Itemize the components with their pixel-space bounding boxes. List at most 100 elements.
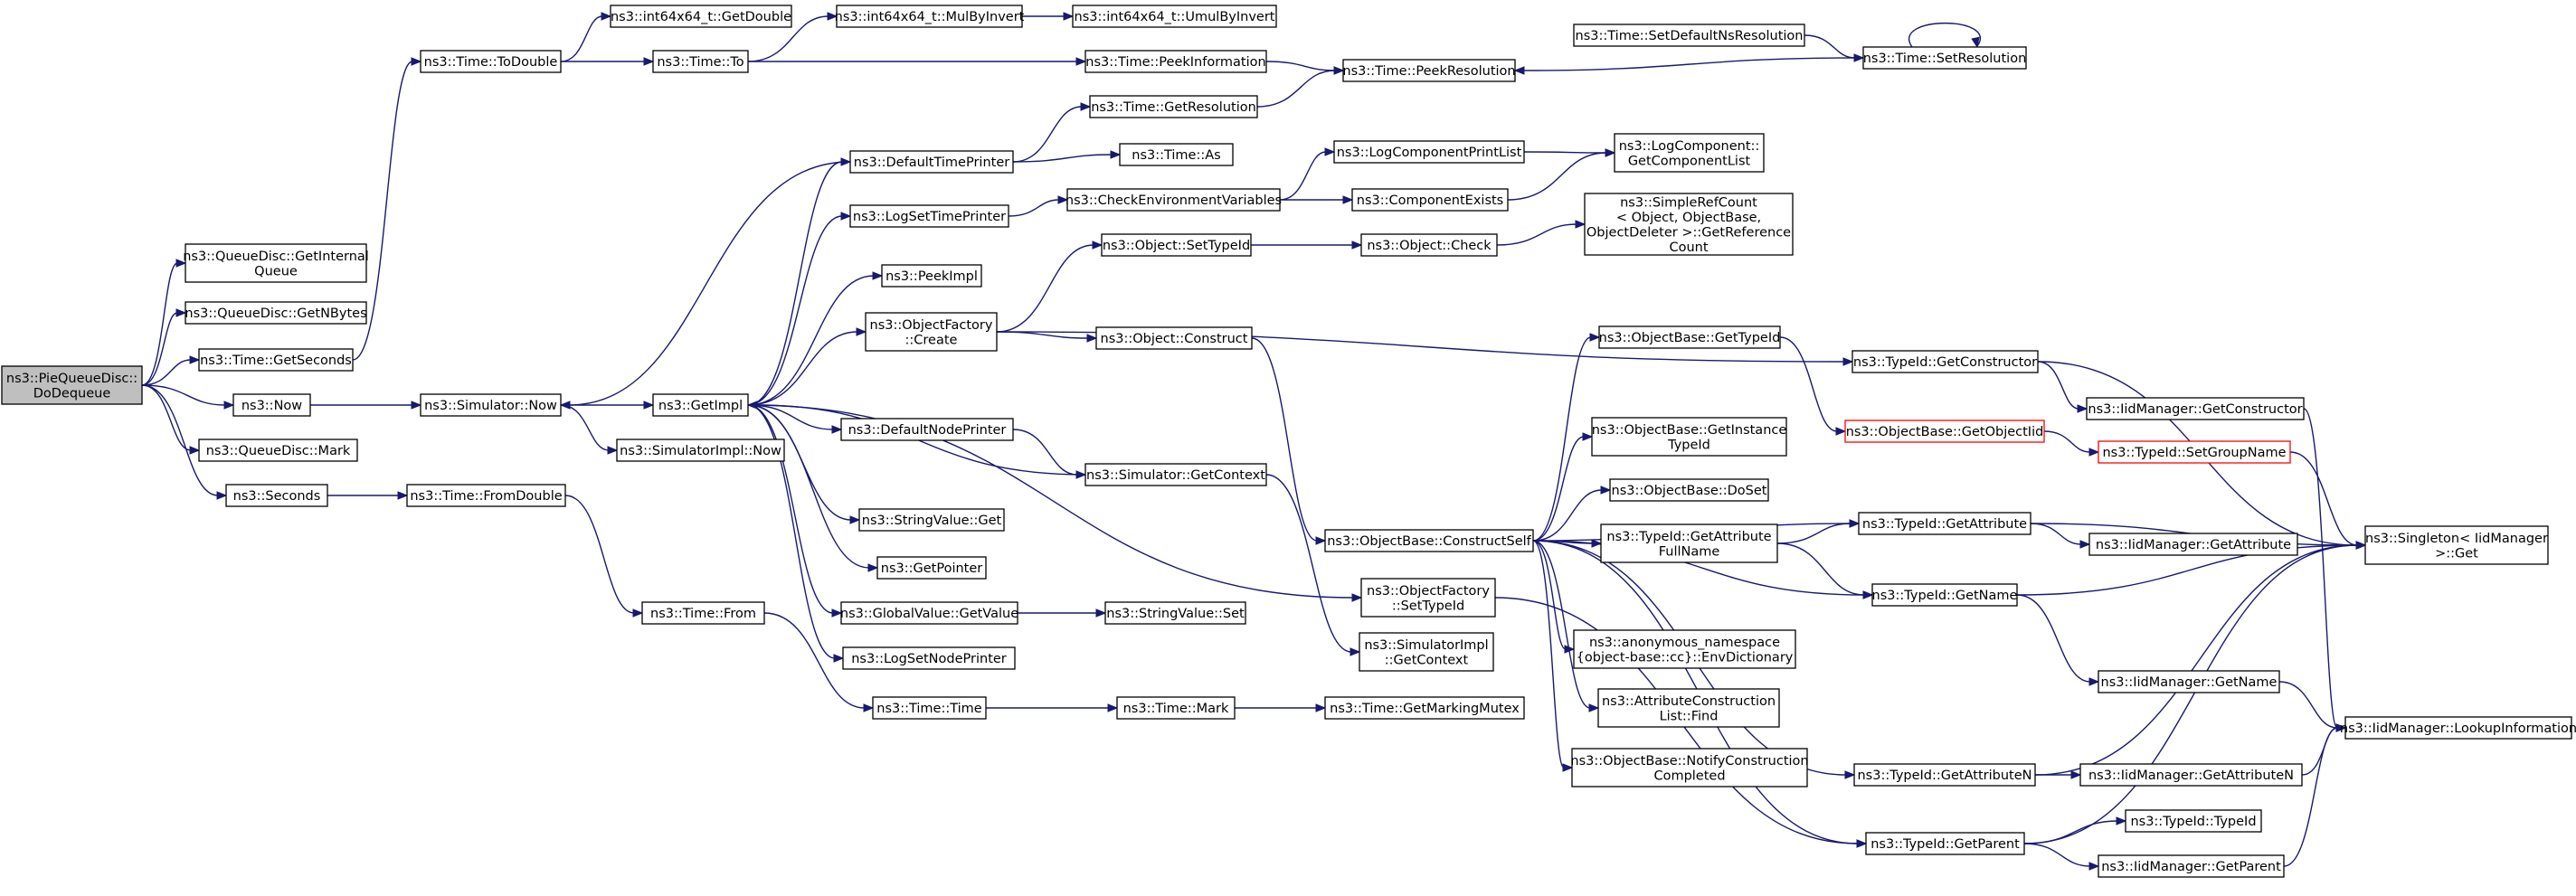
- node-objfactory-settypeid[interactable]: ns3::ObjectFactory::SetTypeId: [1360, 578, 1496, 618]
- node-time-peekinfo[interactable]: ns3::Time::PeekInformation: [1084, 50, 1267, 73]
- node-sim-getcontext[interactable]: ns3::Simulator::GetContext: [1084, 463, 1267, 486]
- edge-root-to-qd-mark: [141, 384, 201, 455]
- node-typeid-setgroupname[interactable]: ns3::TypeId::SetGroupName: [2098, 440, 2291, 464]
- node-typeid-getname[interactable]: ns3::TypeId::GetName: [1871, 583, 2018, 607]
- node-typeid-typeid[interactable]: ns3::TypeId::TypeId: [2125, 809, 2262, 833]
- arrowhead: [1856, 839, 1868, 848]
- node-iidmgr-getattributen[interactable]: ns3::IidManager::GetAttributeN: [2079, 763, 2303, 787]
- node-time-as[interactable]: ns3::Time::As: [1119, 143, 1234, 166]
- node-label: ns3::TypeId::SetGroupName: [2102, 446, 2286, 460]
- node-i64-getdouble[interactable]: ns3::int64x64_t::GetDouble: [610, 5, 792, 28]
- node-time-from[interactable]: ns3::Time::From: [641, 601, 765, 625]
- node-object-settypeid[interactable]: ns3::Object::SetTypeId: [1101, 233, 1252, 257]
- node-objfactory-create[interactable]: ns3::ObjectFactory::Create: [865, 312, 998, 352]
- node-object-construct[interactable]: ns3::Object::Construct: [1095, 326, 1253, 350]
- node-box: [1324, 696, 1525, 720]
- node-objbase-constructself[interactable]: ns3::ObjectBase::ConstructSelf: [1324, 529, 1534, 552]
- edge-time-to-to-i64-mulbyinvert: [747, 12, 838, 62]
- edge-line: [747, 404, 870, 569]
- node-label: ns3::Time::GetMarkingMutex: [1330, 702, 1520, 716]
- node-stringvalue-set[interactable]: ns3::StringValue::Set: [1104, 601, 1246, 625]
- node-i64-mulbyinvert[interactable]: ns3::int64x64_t::MulByInvert: [835, 5, 1025, 28]
- node-defaulttimeprinter[interactable]: ns3::DefaultTimePrinter: [849, 150, 1014, 174]
- node-stringvalue-get[interactable]: ns3::StringValue::Get: [858, 508, 1005, 532]
- node-root[interactable]: ns3::PieQueueDisc::DoDequeue: [1, 365, 143, 405]
- node-time-mark[interactable]: ns3::Time::Mark: [1116, 696, 1236, 720]
- node-typeid-getattributen[interactable]: ns3::TypeId::GetAttributeN: [1853, 763, 2036, 787]
- node-singleton-get[interactable]: ns3::Singleton< IidManager>::Get: [2364, 525, 2549, 565]
- edge-time-getresolution-to-time-peekresolution: [1256, 66, 1345, 108]
- arrowhead: [1110, 150, 1122, 159]
- node-globalvalue-getvalue[interactable]: ns3::GlobalValue::GetValue: [840, 601, 1018, 625]
- node-time-setdefaultns[interactable]: ns3::Time::SetDefaultNsResolution: [1573, 24, 1805, 47]
- node-time-setresolution[interactable]: ns3::Time::SetResolution: [1862, 46, 2027, 70]
- node-iidmgr-getname[interactable]: ns3::IidManager::GetName: [2098, 670, 2280, 693]
- node-qd-getnbytes[interactable]: ns3::QueueDisc::GetNBytes: [185, 301, 367, 325]
- node-label: ns3::TypeId::TypeId: [2130, 815, 2256, 829]
- node-typeid-getconstructor[interactable]: ns3::TypeId::GetConstructor: [1852, 350, 2039, 373]
- node-now[interactable]: ns3::Now: [232, 393, 311, 417]
- node-simimpl-getcontext[interactable]: ns3::SimulatorImpl::GetContext: [1359, 632, 1494, 672]
- node-i64-umulbyinvert[interactable]: ns3::int64x64_t::UmulByInvert: [1072, 5, 1277, 28]
- node-time-getseconds[interactable]: ns3::Time::GetSeconds: [198, 348, 354, 372]
- node-label: ns3::Time::From: [650, 607, 756, 621]
- node-componentexists[interactable]: ns3::ComponentExists: [1351, 188, 1509, 212]
- node-anon-envdictionary[interactable]: ns3::anonymous_namespace{object-base::cc…: [1573, 629, 1796, 669]
- arrowhead: [1315, 703, 1327, 712]
- node-peekimpl[interactable]: ns3::PeekImpl: [881, 264, 982, 288]
- node-checkenv[interactable]: ns3::CheckEnvironmentVariables: [1065, 188, 1282, 212]
- node-logcomponentprintlist[interactable]: ns3::LogComponentPrintList: [1333, 140, 1525, 164]
- node-objbase-doset[interactable]: ns3::ObjectBase::DoSet: [1609, 478, 1769, 502]
- node-label: ns3::Seconds: [233, 489, 321, 504]
- node-sim-now[interactable]: ns3::Simulator::Now: [420, 393, 562, 417]
- edge-line: [1496, 223, 1577, 246]
- node-object-check[interactable]: ns3::Object::Check: [1360, 233, 1498, 257]
- node-box: [1862, 46, 2027, 70]
- node-iidmgr-getconstructor[interactable]: ns3::IidManager::GetConstructor: [2086, 397, 2305, 420]
- arrowhead: [1342, 195, 1354, 204]
- node-defaultnodeprinter[interactable]: ns3::DefaultNodePrinter: [840, 418, 1014, 441]
- node-objbase-gettypeid[interactable]: ns3::ObjectBase::GetTypeId: [1598, 325, 1781, 349]
- arrowhead: [1562, 763, 1574, 772]
- edge-objbase-constructself-to-attrconstructionlist-find: [1532, 540, 1600, 712]
- node-logsettimeprinter[interactable]: ns3::LogSetTimePrinter: [849, 204, 1009, 228]
- node-time-getresolution[interactable]: ns3::Time::GetResolution: [1089, 95, 1258, 118]
- node-time-getmarkingmutex[interactable]: ns3::Time::GetMarkingMutex: [1324, 696, 1525, 720]
- node-time-peekresolution[interactable]: ns3::Time::PeekResolution: [1342, 59, 1516, 82]
- node-iidmgr-getparent[interactable]: ns3::IidManager::GetParent: [2098, 854, 2285, 878]
- arrowhead: [856, 327, 867, 336]
- node-typeid-getparent[interactable]: ns3::TypeId::GetParent: [1865, 832, 2025, 855]
- node-iidmgr-lookupinfo[interactable]: ns3::IidManager::LookupInformation: [2340, 716, 2576, 740]
- edge-line: [996, 244, 1094, 333]
- node-seconds[interactable]: ns3::Seconds: [225, 484, 328, 507]
- node-logcomponent-getlist[interactable]: ns3::LogComponent::GetComponentList: [1614, 133, 1765, 173]
- node-simimpl-now[interactable]: ns3::SimulatorImpl::Now: [616, 439, 785, 462]
- edge-line: [747, 161, 843, 406]
- node-box: [1609, 478, 1769, 502]
- node-typeid-getattribute[interactable]: ns3::TypeId::GetAttribute: [1858, 512, 2031, 535]
- node-time-time[interactable]: ns3::Time::Time: [872, 696, 987, 720]
- node-time-todouble[interactable]: ns3::Time::ToDouble: [420, 50, 562, 73]
- edge-line: [2016, 594, 2091, 683]
- node-getpointer[interactable]: ns3::GetPointer: [876, 556, 987, 580]
- node-objbase-notifyconstruction[interactable]: ns3::ObjectBase::NotifyConstructionCompl…: [1570, 748, 1809, 788]
- arrowhead: [2088, 862, 2100, 871]
- node-time-to[interactable]: ns3::Time::To: [652, 50, 749, 73]
- node-label: ns3::ObjectFactory: [1367, 584, 1490, 599]
- edge-line: [747, 404, 834, 430]
- edge-line: [747, 404, 834, 614]
- arrowhead: [1842, 357, 1854, 366]
- node-simplerefcount[interactable]: ns3::SimpleRefCount< Object, ObjectBase,…: [1584, 193, 1794, 256]
- node-getimpl[interactable]: ns3::GetImpl: [652, 393, 749, 417]
- edge-iidmgr-getname-to-iidmgr-lookupinfo: [2278, 681, 2347, 732]
- node-objbase-getobjectiid[interactable]: ns3::ObjectBase::GetObjectIid: [1844, 420, 2045, 443]
- node-time-fromdouble[interactable]: ns3::Time::FromDouble: [406, 484, 566, 507]
- node-iidmgr-getattribute[interactable]: ns3::IidManager::GetAttribute: [2088, 533, 2298, 556]
- node-qd-mark[interactable]: ns3::QueueDisc::Mark: [198, 439, 358, 462]
- node-logsetnodeprinter[interactable]: ns3::LogSetNodePrinter: [842, 646, 1016, 670]
- arrowhead: [1086, 334, 1098, 343]
